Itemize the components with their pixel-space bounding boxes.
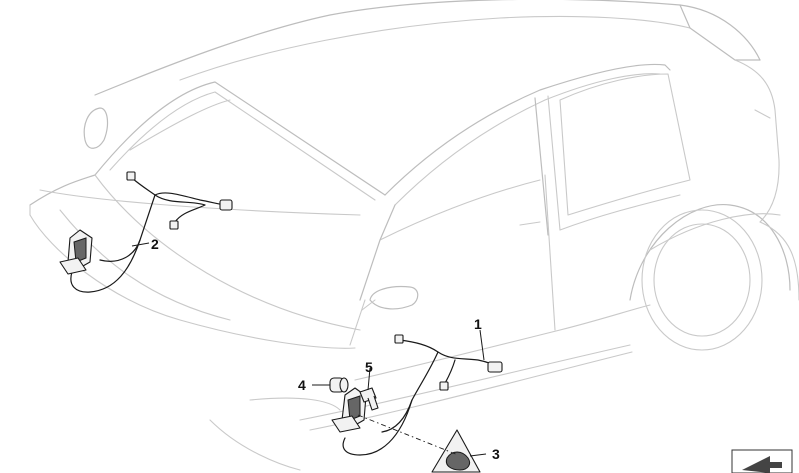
wiring-harness-left xyxy=(70,171,233,293)
callout-2: 2 xyxy=(151,236,159,252)
grommet-part-4 xyxy=(329,377,349,393)
sensor-right xyxy=(331,387,367,433)
sensor-left xyxy=(59,229,93,275)
callout-3: 3 xyxy=(492,446,500,462)
wiring-harness-right xyxy=(342,334,503,456)
callout-1: 1 xyxy=(474,316,482,332)
leader-lines xyxy=(131,242,487,457)
callout-4: 4 xyxy=(298,377,306,393)
car-outline xyxy=(29,0,799,471)
callout-5: 5 xyxy=(365,359,373,375)
warning-label-part-3 xyxy=(431,429,481,473)
direction-arrow-icon xyxy=(731,449,793,473)
